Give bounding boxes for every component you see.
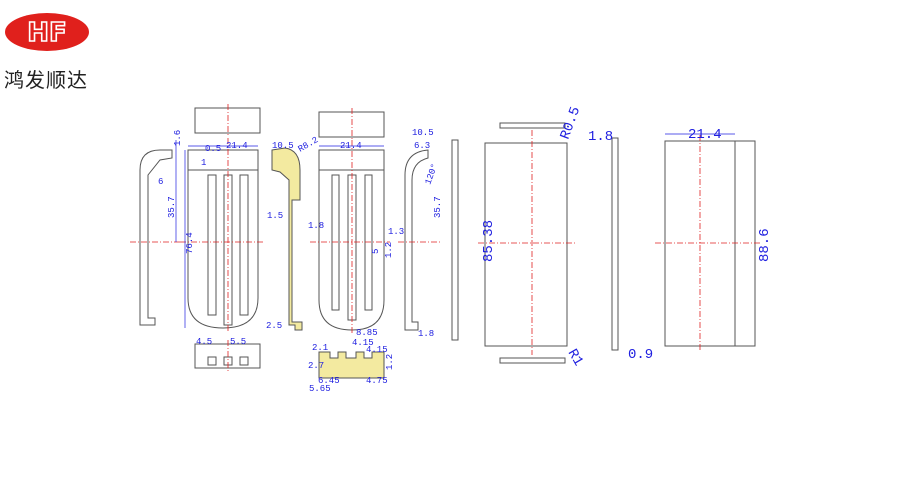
bottom-view-left: 4.5 5.5 xyxy=(194,337,261,372)
dim-label: R1 xyxy=(564,347,586,370)
top-view-2 xyxy=(318,111,385,138)
dim-label: 2.1 xyxy=(312,343,328,353)
dim-label: 6.3 xyxy=(414,141,430,151)
dim-label: 4.15 xyxy=(352,338,374,348)
dim-label: 0.5 xyxy=(205,144,221,154)
front-view-middle: 21.4 1.3 5 1.2 8.85 xyxy=(310,140,404,338)
top-view-1 xyxy=(194,107,261,134)
dim-label: 1.5 xyxy=(267,211,283,221)
dim-label: 35.7 xyxy=(433,196,443,218)
dim-label: 4.75 xyxy=(366,376,388,386)
strip-side xyxy=(451,139,459,341)
dim-label: 1 xyxy=(201,158,206,168)
side-view-right: 10.5 6.3 120° 35.7 1.8 xyxy=(398,128,443,339)
dim-label: 1.2 xyxy=(384,242,394,258)
dim-label: 5.65 xyxy=(309,384,331,394)
dim-label: 4.15 xyxy=(366,345,388,355)
dim-label: 10.5 xyxy=(272,141,294,151)
dim-label: 0.9 xyxy=(628,347,653,363)
dim-label: 85.38 xyxy=(481,220,497,262)
dim-label: 1.8 xyxy=(308,221,324,231)
dim-label: 21.4 xyxy=(688,127,722,143)
dim-label: 1.8 xyxy=(588,129,613,145)
dim-label: 4.5 xyxy=(196,337,212,347)
dim-label: 2.7 xyxy=(308,361,324,371)
plate-88: 21.4 88.6 xyxy=(655,127,773,350)
svg-text:HF: HF xyxy=(27,18,67,48)
front-view-left: 76.4 0.5 21.4 1 xyxy=(180,138,265,332)
dim-label: 1.6 xyxy=(173,130,183,146)
dim-label: 88.6 xyxy=(757,228,773,262)
brand-name: 鸿发顺达 xyxy=(4,68,88,92)
plate-thin-side: 1.8 0.9 xyxy=(588,129,653,363)
dim-label: 2.5 xyxy=(266,321,282,331)
plate-85: R0.5 85.38 R1 xyxy=(478,105,586,369)
dim-label: R8.2 xyxy=(297,135,321,154)
dim-label: 76.4 xyxy=(185,232,195,254)
dim-label: 10.5 xyxy=(412,128,434,138)
hf-logo: HF xyxy=(5,13,89,51)
dim-label: 1.8 xyxy=(418,329,434,339)
bottom-view-middle: 2.1 4.15 4.15 1.2 2.7 6.45 5.65 4.75 xyxy=(308,338,395,394)
side-view-left: 1.6 6 35.7 xyxy=(130,130,183,326)
dim-label: 6.45 xyxy=(318,376,340,386)
dim-label: 5 xyxy=(371,249,381,254)
dim-label: 1.2 xyxy=(385,354,395,370)
dim-label: 8.85 xyxy=(356,328,378,338)
dim-label: 21.4 xyxy=(340,141,362,151)
section-view: 10.5 R8.2 1.5 1.8 2.5 xyxy=(266,135,324,331)
dim-label: 21.4 xyxy=(226,141,248,151)
dim-label: 35.7 xyxy=(167,196,177,218)
dim-label: R0.5 xyxy=(558,105,585,142)
dim-label: 5.5 xyxy=(230,337,246,347)
dim-label: 1.3 xyxy=(388,227,404,237)
dim-label: 120° xyxy=(423,162,440,186)
dim-label: 6 xyxy=(158,177,163,187)
